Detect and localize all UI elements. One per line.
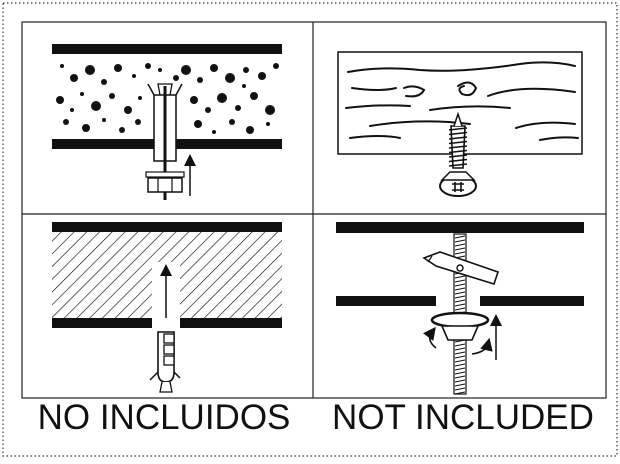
screw-thread bbox=[448, 127, 468, 131]
aggregate-dot bbox=[145, 63, 151, 69]
rod-thread bbox=[454, 343, 466, 347]
aggregate-dot bbox=[250, 92, 258, 100]
rod-thread bbox=[454, 391, 466, 395]
aggregate-dot bbox=[229, 119, 235, 125]
rod-thread bbox=[454, 371, 466, 375]
rod-thread bbox=[454, 307, 466, 311]
screw-thread bbox=[448, 158, 468, 163]
aggregate-dot bbox=[60, 64, 64, 68]
aggregate-dot bbox=[258, 72, 266, 80]
rod-thread bbox=[454, 287, 466, 291]
rod-thread bbox=[454, 279, 466, 283]
panel-wall-plug bbox=[52, 222, 282, 393]
rod-thread bbox=[454, 243, 466, 247]
rod-thread bbox=[454, 363, 466, 367]
rod-thread bbox=[454, 275, 466, 279]
rod-thread bbox=[454, 239, 466, 243]
aggregate-dot bbox=[63, 119, 69, 125]
panel-toggle-bolt bbox=[336, 222, 584, 395]
aggregate-dot bbox=[138, 96, 142, 100]
aggregate-dot bbox=[56, 96, 64, 104]
screw-thread bbox=[448, 149, 468, 154]
aggregate-dot bbox=[80, 92, 84, 96]
aggregate-dot bbox=[273, 63, 279, 69]
aggregate-dot bbox=[265, 105, 275, 115]
aggregate-dot bbox=[124, 106, 132, 114]
aggregate-dot bbox=[158, 68, 162, 72]
aggregate-dot bbox=[190, 96, 198, 104]
aggregate-dot bbox=[205, 107, 211, 113]
aggregate-dot bbox=[101, 79, 107, 85]
rod-thread bbox=[454, 235, 466, 239]
aggregate-dot bbox=[119, 127, 125, 133]
rotate-arrow-icon bbox=[471, 337, 493, 355]
rod-thread bbox=[454, 375, 466, 379]
panel-concrete-anchor bbox=[52, 44, 282, 200]
rod-thread bbox=[454, 383, 466, 387]
screw-thread bbox=[448, 136, 468, 140]
screw-thread bbox=[448, 140, 468, 145]
caption-spanish: NO INCLUIDOS bbox=[37, 398, 291, 437]
aggregate-dot bbox=[212, 130, 216, 134]
rod-thread bbox=[454, 347, 466, 351]
caption-english: NOT INCLUDED bbox=[332, 398, 594, 437]
screw-thread bbox=[448, 163, 468, 167]
panel-wood-screw bbox=[337, 51, 583, 197]
aggregate-dot bbox=[135, 119, 141, 125]
aggregate-dot bbox=[70, 74, 78, 82]
aggregate-dot bbox=[197, 77, 203, 83]
rod-thread bbox=[454, 355, 466, 359]
aggregate-dot bbox=[210, 64, 218, 72]
rod-thread bbox=[454, 351, 466, 355]
screw-thread bbox=[448, 145, 468, 149]
rod-thread bbox=[454, 303, 466, 307]
aggregate-dot bbox=[82, 124, 90, 132]
aggregate-dot bbox=[225, 73, 235, 83]
aggregate-dot bbox=[91, 101, 101, 111]
rod-thread bbox=[454, 379, 466, 383]
aggregate-dot bbox=[243, 67, 249, 73]
aggregate-dot bbox=[70, 108, 74, 112]
aggregate-dot bbox=[194, 120, 202, 128]
aggregate-dot bbox=[109, 93, 115, 99]
aggregate-dot bbox=[114, 64, 122, 72]
rotate-arrow-icon bbox=[423, 326, 437, 349]
rod-thread bbox=[454, 359, 466, 363]
aggregate-dot bbox=[132, 74, 136, 78]
rod-thread bbox=[454, 367, 466, 371]
aggregate-dot bbox=[85, 65, 95, 75]
rod-thread bbox=[454, 387, 466, 391]
screw-thread bbox=[448, 131, 468, 136]
aggregate-dot bbox=[242, 84, 246, 88]
dotted-border bbox=[2, 2, 618, 457]
aggregate-dot bbox=[173, 75, 179, 81]
rod-thread bbox=[454, 299, 466, 303]
aggregate-dot bbox=[235, 105, 241, 111]
aggregate-dot bbox=[217, 93, 227, 103]
panel-grid bbox=[21, 21, 607, 399]
screw-thread bbox=[448, 154, 468, 158]
aggregate-dot bbox=[102, 118, 106, 122]
aggregate-dot bbox=[181, 65, 191, 75]
aggregate-dot bbox=[246, 126, 254, 134]
aggregate-dot bbox=[266, 122, 270, 126]
rod-thread bbox=[454, 295, 466, 299]
rod-thread bbox=[454, 291, 466, 295]
concrete-aggregate bbox=[56, 63, 279, 134]
rod-thread bbox=[454, 247, 466, 251]
rod-thread bbox=[454, 251, 466, 255]
rod-thread bbox=[454, 283, 466, 287]
